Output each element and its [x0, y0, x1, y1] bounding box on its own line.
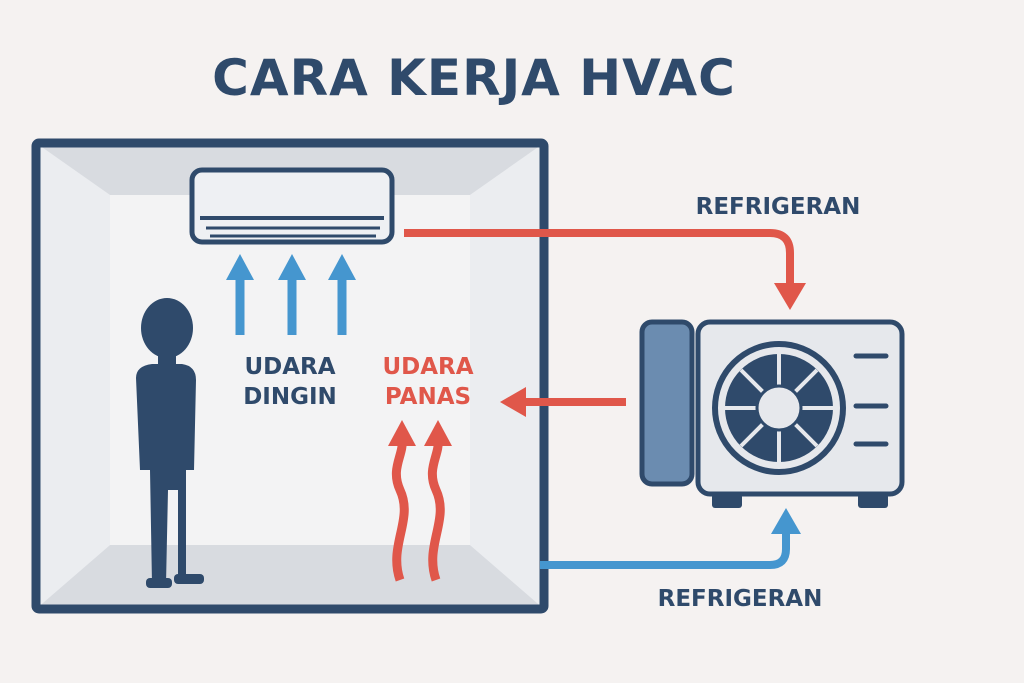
arrow-up-icon: [278, 254, 306, 280]
condenser-coil: [639, 319, 695, 487]
arrow-up-icon: [226, 254, 254, 280]
arrow-up-icon: [328, 254, 356, 280]
ac-outdoor-condenser-icon: [639, 319, 905, 508]
hot-air-label-line1: UDARA: [382, 354, 473, 380]
outdoor-unit-foot: [858, 494, 888, 508]
refrigerant-pipe-cold: [540, 530, 790, 569]
page-title: CARA KERJA HVAC: [212, 49, 736, 107]
cold-air-label-line2: DINGIN: [243, 384, 337, 410]
hot-air-arrows: [388, 420, 452, 582]
arrow-up-icon: [388, 420, 416, 446]
person-silhouette-icon: [136, 298, 204, 588]
cold-air-label-line1: UDARA: [244, 354, 335, 380]
outdoor-unit-foot: [712, 494, 742, 508]
cold-air-arrows: [226, 254, 356, 335]
hot-air-label-line2: PANAS: [385, 384, 471, 410]
arrow-down-icon: [774, 283, 806, 310]
split-ac-indoor-unit-icon: [189, 167, 395, 245]
room-left-wall: [36, 143, 110, 609]
hot-air-arrow: [391, 439, 409, 582]
arrow-up-icon: [771, 508, 801, 534]
arrow-left-icon: [500, 387, 526, 417]
arrow-up-icon: [424, 420, 452, 446]
room-floor: [36, 545, 544, 609]
room-right-wall: [470, 143, 544, 609]
hot-air-arrow: [427, 439, 445, 582]
fan-icon: [712, 341, 846, 475]
room-frame: [31, 138, 549, 614]
refrigerant-bottom-label: REFRIGERAN: [658, 586, 823, 612]
refrigerant-top-label: REFRIGERAN: [696, 194, 861, 220]
refrigerant-pipe-hot: [404, 229, 794, 285]
